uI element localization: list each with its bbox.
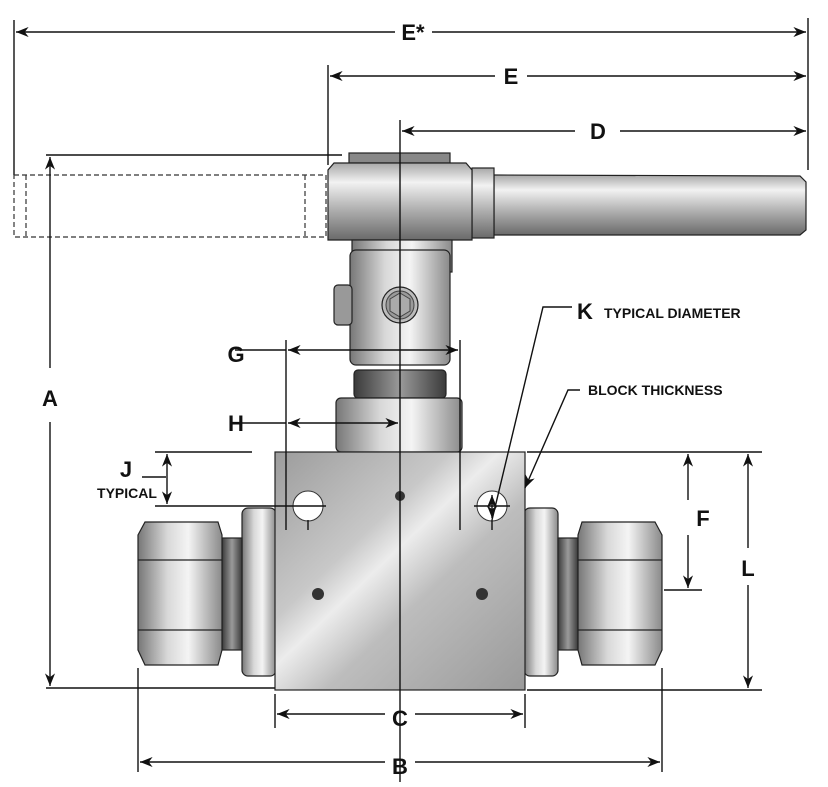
dimension-g: G [227,340,461,530]
dimension-e-star: E* [13,18,809,175]
left-fitting [137,507,277,677]
label-g: G [227,342,244,367]
label-k: K [577,299,593,324]
label-f: F [696,506,709,531]
label-b: B [392,754,408,779]
dimension-l: L [527,454,762,691]
label-k-typical-diameter: TYPICAL DIAMETER [604,305,741,321]
valve-stem [333,239,463,453]
label-c: C [392,706,408,731]
right-fitting [523,507,663,677]
callout-k: K TYPICAL DIAMETER [486,299,741,521]
label-d: D [590,119,606,144]
handle-alt-position [13,174,327,238]
dimension-e: E [327,64,806,165]
label-e: E [504,64,519,89]
label-h: H [228,411,244,436]
dimension-b: B [137,668,663,779]
dimension-h: H [228,411,398,436]
dimension-f: F [527,451,762,591]
label-j-typical: TYPICAL [97,485,157,501]
label-l: L [741,556,754,581]
dimension-c: C [274,694,526,731]
label-j: J [120,457,132,482]
callout-block-thickness: BLOCK THICKNESS [524,382,723,489]
label-e-star: E* [401,20,425,45]
label-a: A [42,386,58,411]
dimension-a: A [42,154,342,689]
dimension-j: J TYPICAL [97,451,290,507]
label-block-thickness: BLOCK THICKNESS [588,382,723,398]
dimension-d: D [402,119,806,144]
